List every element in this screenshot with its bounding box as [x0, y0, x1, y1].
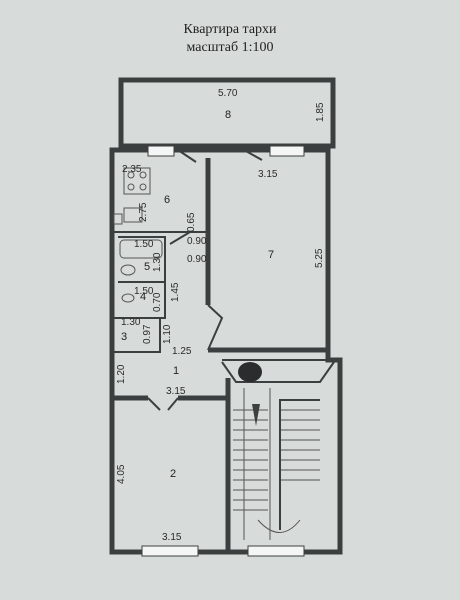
stair-inner-rail [279, 399, 320, 530]
dim-balcony-width: 5.70 [218, 88, 238, 99]
room-number-1: 1 [173, 365, 179, 377]
dim-bath-door-b: 0.90 [187, 254, 207, 265]
dim-bath-width: 1.50 [134, 239, 154, 250]
dim-toilet-depth: 0.70 [152, 292, 163, 312]
plan-scale: масштаб 1:100 [186, 40, 274, 55]
room-number-5: 5 [144, 261, 150, 273]
plan-title: Квартира тархи [183, 22, 277, 37]
dim-living-depth: 5.25 [314, 248, 325, 268]
dim-bedroom-width: 3.15 [162, 532, 182, 543]
room-number-2: 2 [170, 468, 176, 480]
bathtub-icon [119, 239, 163, 259]
stair-landing [221, 361, 335, 383]
stair-rails [243, 388, 271, 540]
dim-bath-depth: 1.30 [152, 252, 163, 272]
room-number-8: 8 [225, 109, 231, 121]
dim-toilet-width: 1.50 [134, 286, 154, 297]
dim-hall-depth: 1.20 [116, 364, 127, 384]
washbasin-icon [120, 264, 136, 276]
stair-window [247, 545, 305, 557]
bedroom-door [147, 397, 179, 411]
dim-hall-width: 1.25 [172, 346, 192, 357]
kitchen-window [147, 145, 175, 157]
dim-closet-width: 1.30 [121, 317, 141, 328]
dim-living-width: 3.15 [258, 169, 278, 180]
dim-balcony-depth: 1.85 [315, 102, 326, 122]
chute-icon [238, 362, 262, 382]
dim-kitchen-note: 0.65 [186, 212, 197, 232]
sink-icon [123, 207, 143, 223]
dim-bedroom-depth: 4.05 [116, 464, 127, 484]
stair-treads [233, 409, 320, 511]
dim-closet-depth: 1.10 [162, 324, 173, 344]
stove-icon [123, 167, 151, 195]
balcony-wall [118, 77, 336, 149]
balcony-door [177, 149, 197, 163]
toilet-icon [121, 293, 135, 303]
living-window [269, 145, 305, 157]
room-number-7: 7 [268, 249, 274, 261]
room-number-3: 3 [121, 331, 127, 343]
room-number-4: 4 [140, 291, 146, 303]
room-number-6: 6 [164, 194, 170, 206]
living-door [207, 304, 224, 351]
meter-icon [113, 213, 123, 225]
dim-hall-span: 3.15 [166, 386, 186, 397]
dim-kitchen-width: 2.35 [122, 164, 142, 175]
dim-kitchen-depth: 2.75 [138, 202, 149, 222]
dim-corridor-side: 1.45 [170, 282, 181, 302]
dim-bath-door-a: 0.90 [187, 236, 207, 247]
dim-closet-note: 0.97 [142, 324, 153, 344]
stair-arrow-icon [252, 404, 260, 426]
bath-door [169, 231, 191, 245]
closet-wall [112, 317, 161, 353]
living-balcony-door [243, 149, 263, 161]
bedroom-window [141, 545, 199, 557]
stair-turn [257, 519, 301, 533]
